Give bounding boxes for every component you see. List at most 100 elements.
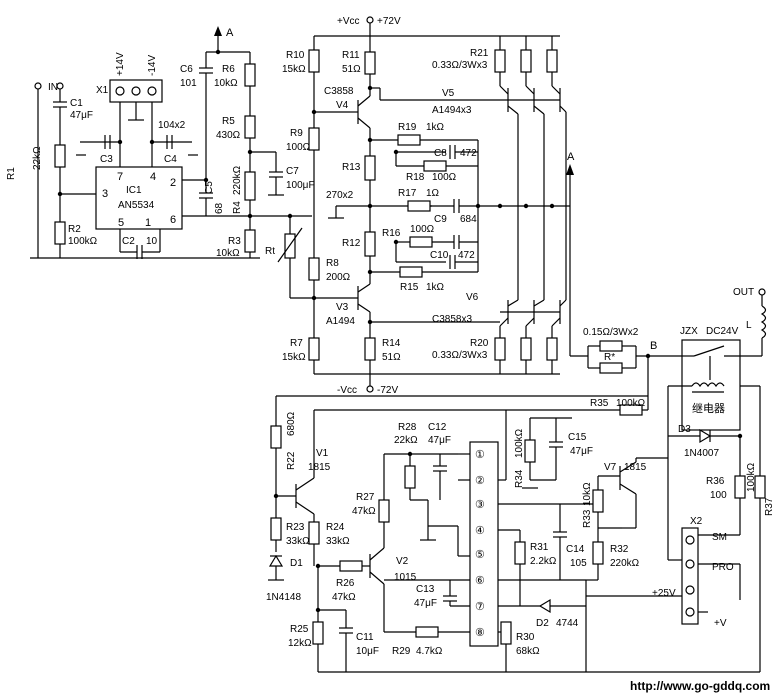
r19-value: 1kΩ <box>426 122 445 133</box>
r26-label: R26 <box>336 578 355 589</box>
r30-resistor <box>500 621 512 645</box>
r12-resistor <box>364 231 376 257</box>
r7-value: 15kΩ <box>282 352 306 363</box>
r18-value: 100Ω <box>432 172 457 183</box>
v-plus-label: +V <box>714 618 727 629</box>
c3-c4-value: 104x2 <box>158 120 186 131</box>
output-stage: +Vcc +72V R10 15kΩ R9 100Ω R8 200Ω R7 15… <box>282 16 682 396</box>
x2-label: X2 <box>690 516 703 527</box>
r6-resistor <box>244 63 256 87</box>
r36-resistor <box>734 475 746 499</box>
c13-label: C13 <box>416 584 435 595</box>
r28-value: 22kΩ <box>394 435 418 446</box>
c6-value: 101 <box>180 78 197 89</box>
r23-label: R23 <box>286 522 305 533</box>
out-terminal-label: OUT <box>733 287 754 298</box>
v5-transistor-1 <box>494 36 519 300</box>
r2-resistor <box>54 221 66 245</box>
r4-value: 220kΩ <box>232 165 243 195</box>
in-terminal-label: IN <box>48 82 58 93</box>
c14-value: 105 <box>570 558 587 569</box>
d1-part: 1N4148 <box>266 592 301 603</box>
d2-diode <box>538 598 551 614</box>
r33-label: R33 <box>582 509 593 528</box>
r16-resistor <box>409 236 433 248</box>
r13-label: R13 <box>342 162 361 173</box>
relay-coil-voltage: DC24V <box>706 326 739 337</box>
r4-resistor <box>244 171 256 201</box>
relay-box <box>681 339 741 431</box>
r35-value: 100kΩ <box>616 398 646 409</box>
c9-label: C9 <box>434 214 447 225</box>
c5-label: C5 <box>204 181 215 194</box>
r3-label: R3 <box>228 236 241 247</box>
r015-resistor <box>599 340 623 352</box>
r29-value: 4.7kΩ <box>416 646 443 657</box>
v3-part: A1494 <box>326 316 355 327</box>
v7-label: V7 <box>604 462 617 473</box>
r4-label: R4 <box>232 201 243 214</box>
c1-value: 47μF <box>70 110 93 121</box>
ic1-pin6: 6 <box>170 214 176 226</box>
ic1-part: AN5534 <box>118 200 155 211</box>
r37-resistor <box>754 475 766 499</box>
v-pos-label: +72V <box>377 16 401 27</box>
rstar-label: R* <box>604 352 615 363</box>
c8-label: C8 <box>434 148 447 159</box>
r7-label: R7 <box>290 338 303 349</box>
r13-resistor <box>364 155 376 181</box>
p25-label: +25V <box>652 588 676 599</box>
module-pin6: ⑥ <box>475 575 485 587</box>
r37-label: R37 <box>764 497 775 516</box>
c13-value: 47μF <box>414 598 437 609</box>
c11-value: 10μF <box>356 646 379 657</box>
r15-resistor <box>399 266 423 278</box>
ic1-pin3: 3 <box>102 188 108 200</box>
x2-pro-label: PRO <box>712 562 734 573</box>
r3-resistor <box>244 229 256 253</box>
r24-value: 33kΩ <box>326 536 350 547</box>
c11-label: C11 <box>356 632 374 643</box>
c15-value: 47μF <box>570 446 593 457</box>
relay-section: OUT L JZX DC24V 继电器 D3 1N4007 R36 100 10… <box>652 287 775 672</box>
r36-value: 100 <box>710 490 727 501</box>
r19-resistor <box>397 134 421 146</box>
r33-value: 10kΩ <box>582 482 593 506</box>
module-pins: ① ② ③ ④ ⑤ ⑥ ⑦ ⑧ <box>475 449 485 639</box>
c8-value: 472 <box>460 148 477 159</box>
r23-resistor <box>270 517 282 541</box>
d3-label: D3 <box>678 424 691 435</box>
vcc-pos-label: +Vcc <box>337 16 360 27</box>
r30-label: R30 <box>516 632 535 643</box>
c2-label: C2 <box>122 236 135 247</box>
r12-label: R12 <box>342 238 361 249</box>
c2-value: 10 <box>146 236 158 247</box>
r9-resistor <box>308 127 320 151</box>
v1-label: V1 <box>316 448 329 459</box>
v5-part: A1494x3 <box>432 105 472 116</box>
r36-label: R36 <box>706 476 725 487</box>
r34-label: R34 <box>514 469 525 488</box>
r8-label: R8 <box>326 258 339 269</box>
r20-value: 0.33Ω/3Wx3 <box>432 350 488 361</box>
ic1-label: IC1 <box>126 185 142 196</box>
v3-label: V3 <box>336 302 349 313</box>
module-pin2: ② <box>475 475 485 487</box>
r34-resistor <box>524 439 536 463</box>
r18-label: R18 <box>406 172 425 183</box>
r14-label: R14 <box>382 338 401 349</box>
d3-part: 1N4007 <box>684 448 719 459</box>
x2-connector <box>681 527 699 625</box>
c270-label: 270x2 <box>326 190 354 201</box>
r11-resistor <box>364 51 376 75</box>
point-b-label: B <box>650 340 657 352</box>
r37-value: 100kΩ <box>746 462 757 492</box>
v6-part: C3858x3 <box>432 314 472 325</box>
rt-label: Rt <box>265 246 275 257</box>
r27-resistor <box>378 499 390 523</box>
c5-value: 68 <box>214 202 225 214</box>
r14-value: 51Ω <box>382 352 401 363</box>
r18-resistor <box>423 160 447 172</box>
ic1-pin5: 5 <box>118 217 124 229</box>
